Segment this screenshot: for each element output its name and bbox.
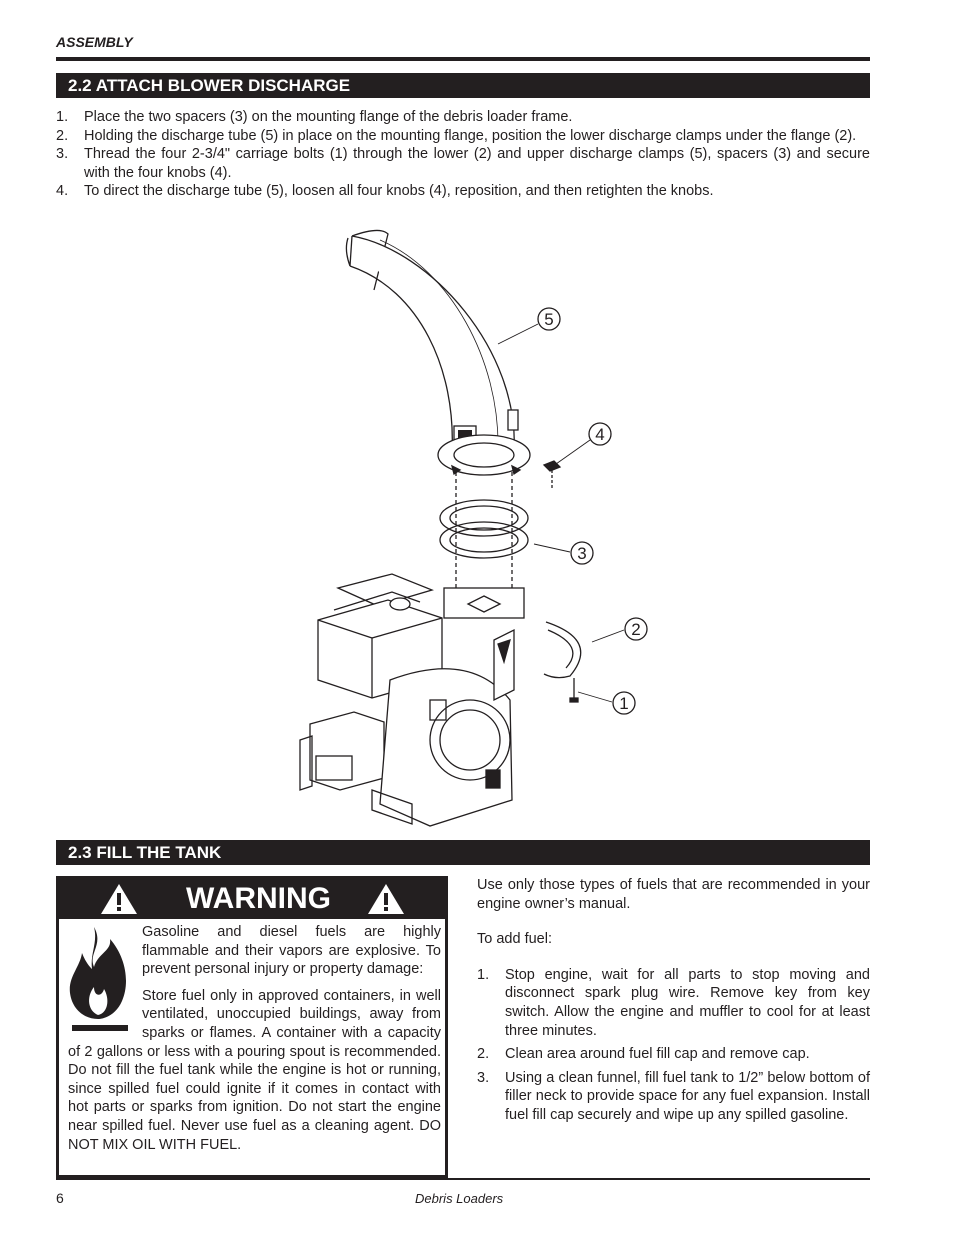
assembly-step: 4. To direct the discharge tube (5), loo… (56, 182, 870, 201)
step-text: Clean area around fuel fill cap and remo… (505, 1046, 810, 1063)
fuel-intro: Use only those types of fuels that are r… (477, 877, 870, 912)
callout-3: 3 (570, 541, 594, 565)
step-number: 4. (56, 183, 69, 199)
footer-rule (56, 1178, 870, 1180)
spacers (439, 499, 529, 559)
header-rule (56, 57, 870, 61)
fuel-step: 2. Clean area around fuel fill cap and r… (477, 1045, 870, 1064)
step-number: 1. (56, 109, 69, 125)
assembly-step: 2. Holding the discharge tube (5) in pla… (56, 127, 870, 146)
callout-1: 1 (612, 691, 636, 715)
callout-number: 3 (577, 544, 586, 563)
warning-triangle-icon (368, 884, 404, 914)
callout-number: 1 (619, 694, 628, 713)
warning-paragraph: Gasoline and diesel fuels are highly fla… (142, 924, 441, 978)
assembly-step: 3. Thread the four 2-3/4" carriage bolts… (56, 145, 870, 182)
callout-4: 4 (588, 422, 612, 446)
step-number: 3. (56, 146, 69, 162)
fuel-step: 3. Using a clean funnel, fill fuel tank … (477, 1069, 870, 1125)
callout-number: 2 (631, 620, 640, 639)
step-text: Holding the discharge tube (5) in place … (84, 127, 857, 144)
fuel-subheading: To add fuel: (477, 931, 552, 948)
debris-loader-body (299, 573, 525, 827)
assembly-steps: 1. Place the two spacers (3) on the moun… (56, 108, 870, 201)
running-head: ASSEMBLY (56, 34, 133, 50)
step-number: 2. (56, 127, 69, 144)
section-heading-fill-tank: 2.3 FILL THE TANK (56, 840, 870, 865)
warning-paragraph: Store fuel only in approved containers, … (68, 987, 441, 1153)
warning-title: WARNING (186, 882, 331, 915)
fuel-step: 1. Stop engine, wait for all parts to st… (477, 966, 870, 1040)
page-number: 6 (56, 1190, 64, 1206)
warning-header: WARNING (59, 879, 445, 919)
section-heading-attach-blower: 2.2 ATTACH BLOWER DISCHARGE (56, 73, 870, 98)
assembly-step: 1. Place the two spacers (3) on the moun… (56, 108, 870, 127)
step-number: 3. (477, 1069, 490, 1086)
callout-5: 5 (537, 307, 561, 331)
footer-title: Debris Loaders (415, 1191, 504, 1206)
callout-number: 4 (595, 425, 604, 444)
warning-body: Gasoline and diesel fuels are highly fla… (68, 923, 441, 1162)
step-text: To direct the discharge tube (5), loosen… (84, 183, 714, 199)
step-text: Using a clean funnel, fill fuel tank to … (505, 1069, 870, 1123)
warning-triangle-icon (101, 884, 137, 914)
warning-box: WARNING Gasoline and diesel fuels are hi… (56, 876, 448, 1178)
step-number: 1. (477, 966, 490, 983)
callout-2: 2 (624, 617, 648, 641)
callout-leaders (497, 323, 625, 703)
flame-icon (69, 927, 128, 1031)
discharge-tube (345, 229, 519, 461)
lower-discharge-clamp (543, 621, 582, 703)
step-text: Stop engine, wait for all parts to stop … (505, 966, 870, 1039)
upper-discharge-clamp (437, 434, 531, 476)
fuel-instructions: Use only those types of fuels that are r… (477, 876, 870, 1130)
callout-number: 5 (544, 310, 553, 329)
blower-discharge-illustration: 5 4 3 2 1 (299, 229, 648, 827)
step-number: 2. (477, 1046, 490, 1063)
step-text: Place the two spacers (3) on the mountin… (84, 109, 573, 125)
step-text: Thread the four 2-3/4" carriage bolts (1… (84, 146, 870, 181)
knob (542, 460, 562, 490)
